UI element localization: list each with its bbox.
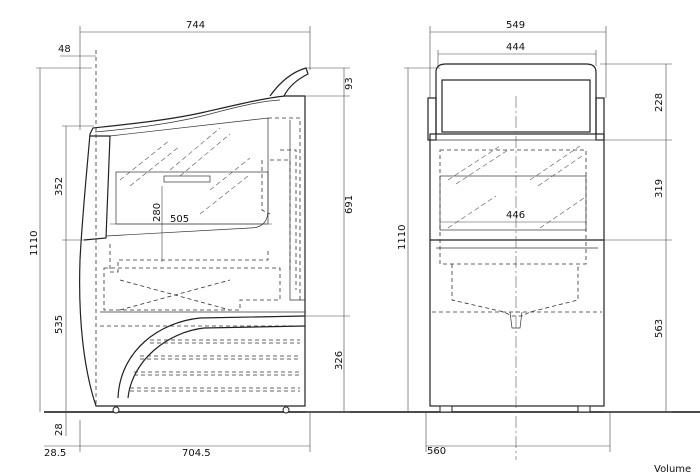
side-lower-cross-2 <box>119 279 231 311</box>
front-foot-left <box>439 405 453 413</box>
side-glass-hatch-4 <box>179 133 231 177</box>
dim-front-top-height: 228 <box>654 93 665 112</box>
dim-cabinet-height: 326 <box>334 351 345 370</box>
front-foot-right <box>577 405 591 413</box>
side-rear-panel <box>289 120 305 301</box>
front-glass-hatch-2 <box>455 149 509 185</box>
side-glass-hatch-5 <box>209 157 251 191</box>
side-shelf-label <box>163 175 211 183</box>
side-glass-hatch-6 <box>199 175 249 215</box>
dim-front-offset: 28.5 <box>44 448 66 459</box>
front-glass-hatch-6 <box>539 197 585 229</box>
dim-front-inner-width: 446 <box>506 210 525 221</box>
volume-label: Volume <box>654 464 691 474</box>
dim-top-offset: 48 <box>58 44 71 55</box>
side-glass-hatch-3 <box>169 127 221 171</box>
side-canopy <box>269 67 309 97</box>
side-wheel-rear <box>282 406 290 414</box>
side-wheel-front <box>112 406 120 414</box>
front-glass-hatch-1 <box>447 145 501 181</box>
front-dimensions: 549 444 446 1110 228 319 563 560 <box>397 20 672 457</box>
dim-inner-depth: 505 <box>170 214 189 225</box>
dim-base-height: 28 <box>54 423 65 436</box>
dim-top-height: 93 <box>344 77 355 90</box>
dim-front-top-width: 444 <box>506 42 525 53</box>
dim-side-height: 1110 <box>29 231 40 256</box>
side-body-outline <box>79 95 306 407</box>
side-inner-shelf <box>115 171 269 225</box>
front-canopy <box>435 63 597 134</box>
dim-front-height: 1110 <box>397 225 408 250</box>
front-glass-hatch-3 <box>529 145 581 181</box>
side-inner-pan <box>109 244 269 273</box>
dim-overall-depth: 744 <box>186 20 205 31</box>
front-lower-tank <box>451 264 579 317</box>
side-view <box>79 50 309 414</box>
dim-front-lower-height: 563 <box>654 319 665 338</box>
dim-inner-height: 280 <box>152 203 163 222</box>
dim-lower-height: 535 <box>54 315 65 334</box>
dim-front-overall-width: 549 <box>506 20 525 31</box>
side-base-curve-inner <box>127 325 306 399</box>
dim-front-mid-height: 319 <box>654 179 665 198</box>
side-dimensions: 744 48 1110 352 535 28 28.5 704.5 93 691… <box>29 20 355 459</box>
front-inner-pan <box>439 149 587 265</box>
dim-upper-height: 352 <box>54 177 65 196</box>
front-glass-hatch-5 <box>447 195 497 229</box>
front-body <box>429 133 605 407</box>
side-glass-hatch-1 <box>119 139 171 181</box>
front-view <box>427 63 605 460</box>
side-glass-hatch-2 <box>129 145 181 187</box>
side-base-curve-outer <box>117 315 306 399</box>
front-glass-hatch-4 <box>537 155 583 187</box>
dim-base-depth: 704.5 <box>182 448 211 459</box>
side-lower-tank <box>103 267 281 311</box>
side-front-panel <box>83 135 111 241</box>
dim-front-base-width: 560 <box>427 446 446 457</box>
side-canopy-inner <box>94 99 281 133</box>
side-rear-structure <box>261 117 301 300</box>
dim-glass-height: 691 <box>344 195 355 214</box>
side-louvers <box>130 339 300 392</box>
